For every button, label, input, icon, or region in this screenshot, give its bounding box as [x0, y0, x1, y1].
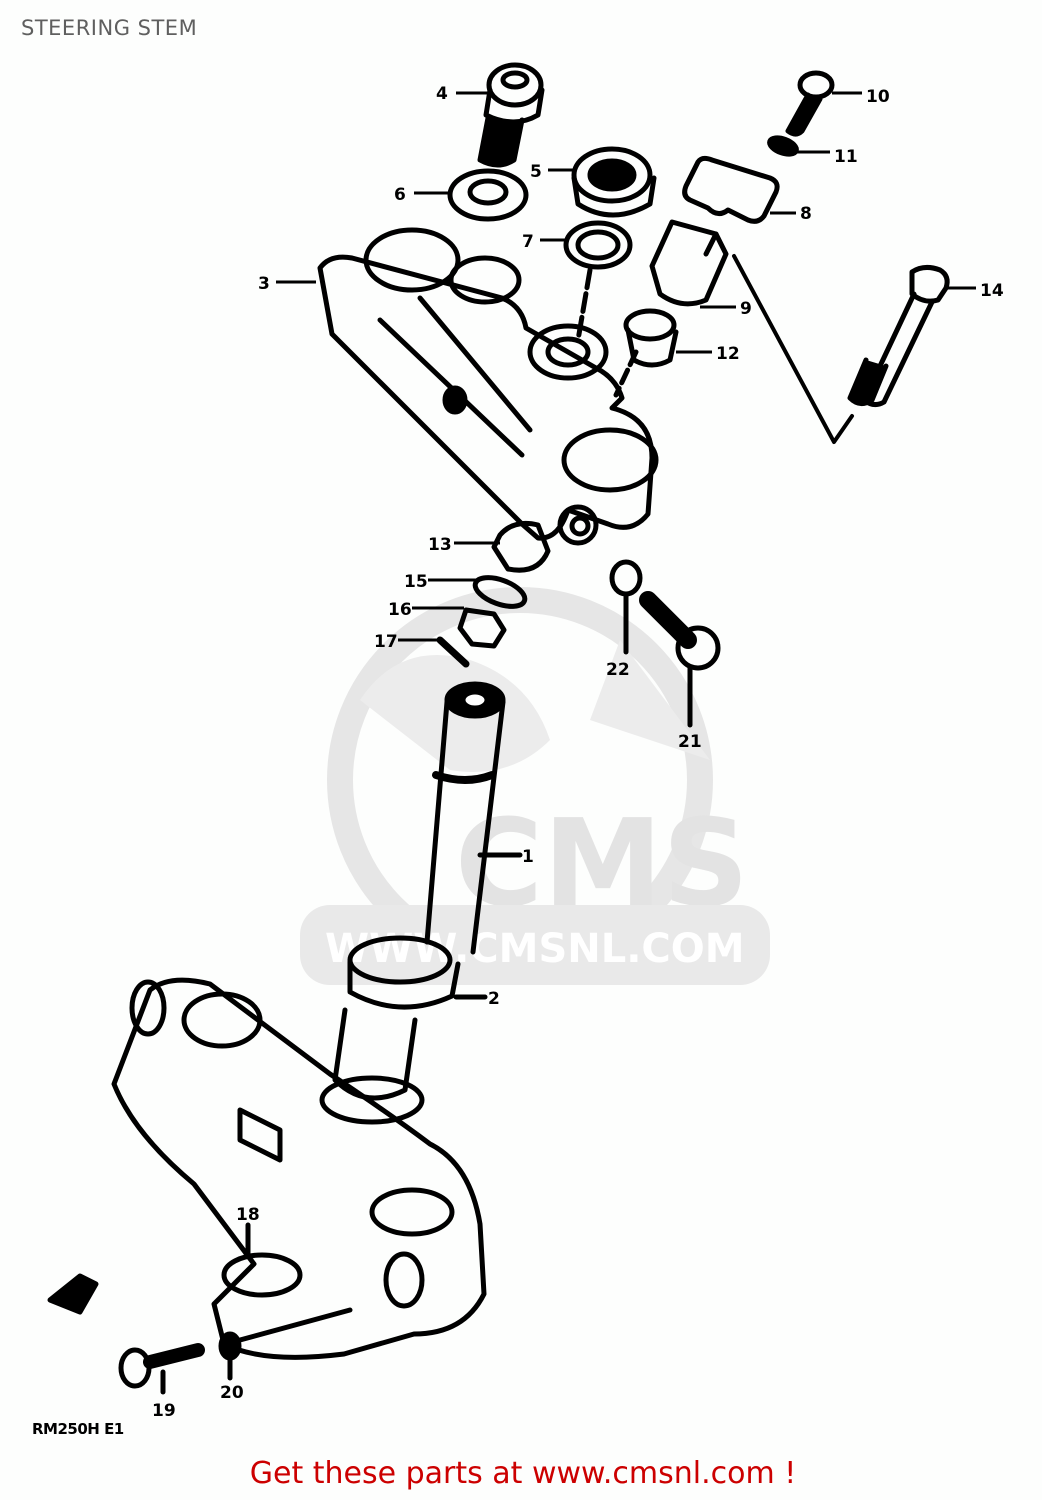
part-2-bearing[interactable]: [347, 935, 488, 1010]
cta-link[interactable]: Get these parts at www.cmsnl.com !: [0, 1456, 1042, 1491]
page-title: STEERING STEM: [21, 16, 198, 40]
part-20-washer[interactable]: [218, 1307, 353, 1381]
part-11-lock-washer[interactable]: [767, 135, 799, 158]
part-14-bolt[interactable]: [847, 264, 950, 408]
part-9-handlebar-holder-lower[interactable]: [649, 219, 729, 307]
part-22-washer[interactable]: [609, 559, 643, 655]
front-arrow-icon: [47, 1273, 99, 1315]
callout-2: 2: [488, 989, 500, 1009]
callout-11: 11: [834, 147, 858, 167]
diagram-code: RM250H E1: [32, 1420, 124, 1438]
callout-3: 3: [258, 274, 270, 294]
part-16-nut[interactable]: [457, 607, 507, 649]
watermark: CMS WWW.CMSNL.COM: [300, 587, 770, 985]
callout-16: 16: [388, 600, 412, 620]
part-18-cap[interactable]: [221, 1222, 303, 1298]
callout-12: 12: [716, 344, 740, 364]
callout-4: 4: [436, 84, 448, 104]
callout-10: 10: [866, 87, 890, 107]
callout-13: 13: [428, 535, 452, 555]
part-19-bolt[interactable]: [118, 1343, 205, 1395]
part-1-steering-stem[interactable]: [424, 681, 523, 955]
callout-15: 15: [404, 572, 428, 592]
callout-8: 8: [800, 204, 812, 224]
callout-18: 18: [236, 1205, 260, 1225]
callout-5: 5: [530, 162, 542, 182]
callout-labels: 1 2 3 4 5 6 7 8 9 10 11 12 13 14 15 16 1…: [152, 84, 1004, 1421]
lower-bracket[interactable]: [111, 977, 487, 1360]
part-13-cushion[interactable]: [491, 520, 551, 573]
part-5-stem-nut[interactable]: [571, 146, 657, 218]
callout-1: 1: [522, 847, 534, 867]
callout-14: 14: [980, 281, 1004, 301]
cta-text: Get these parts at www.cmsnl.com !: [249, 1456, 797, 1491]
callout-17: 17: [374, 632, 398, 652]
part-12-cushion[interactable]: [613, 308, 679, 398]
watermark-url: WWW.CMSNL.COM: [325, 926, 745, 972]
part-17-cotter-pin[interactable]: [436, 636, 470, 668]
part-10-bolt[interactable]: [785, 70, 835, 137]
callout-21: 21: [678, 732, 702, 752]
part-8-handlebar-holder-upper[interactable]: [682, 155, 780, 224]
callout-20: 20: [220, 1383, 244, 1403]
callout-6: 6: [394, 185, 406, 205]
callout-19: 19: [152, 1401, 176, 1421]
part-15-washer[interactable]: [471, 572, 528, 612]
part-6-washer[interactable]: [447, 168, 529, 222]
callout-7: 7: [522, 232, 534, 252]
callout-22: 22: [606, 660, 630, 680]
part-7-washer[interactable]: [563, 220, 633, 343]
part-21-bolt[interactable]: [639, 591, 721, 728]
part-3-upper-bracket[interactable]: [317, 227, 659, 546]
part-4-bolt[interactable]: [477, 62, 545, 168]
callout-9: 9: [740, 299, 752, 319]
